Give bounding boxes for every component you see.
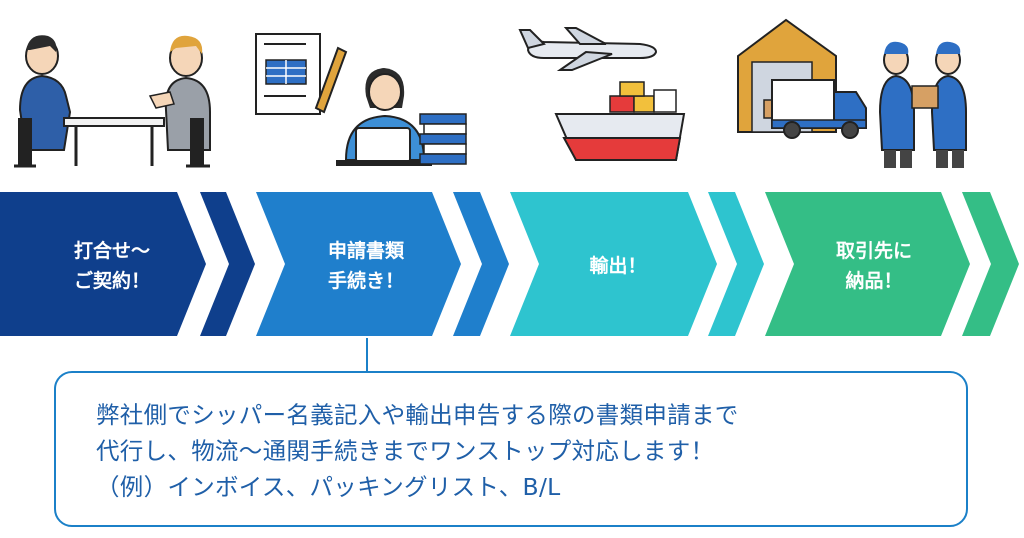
step-3-label: 輸出！ xyxy=(548,251,688,281)
step-4-line2: 納品！ xyxy=(845,270,903,292)
delivery-truck-icon xyxy=(771,79,867,139)
step-4-label: 取引先に 納品！ xyxy=(804,236,944,296)
note-line-3: （例）インボイス、パッキングリスト、B/L xyxy=(96,473,561,501)
office-worker-icon xyxy=(336,68,467,166)
airplane-icon xyxy=(518,27,658,71)
document-pen-icon xyxy=(255,33,348,115)
step-1-tail-arrow xyxy=(200,192,255,336)
step-1-arrow xyxy=(0,192,206,336)
note-box xyxy=(54,371,968,527)
meeting-icon xyxy=(14,35,211,168)
step-1-line1: 打合せ〜 xyxy=(73,240,150,262)
illustrations xyxy=(14,18,967,168)
step-4-tail-arrow xyxy=(962,192,1019,336)
step-2-arrow xyxy=(256,192,461,336)
step-3-tail-arrow xyxy=(708,192,764,336)
step-4-line1: 取引先に xyxy=(835,240,912,262)
step-1-line2: ご契約！ xyxy=(73,270,150,292)
step-3-arrow xyxy=(510,192,717,336)
cargo-ship-icon xyxy=(554,81,686,161)
callout-connector xyxy=(366,338,368,372)
step-2-line1: 申請書類 xyxy=(327,240,404,262)
note-line-1: 弊社側でシッパー名義記入や輸出申告する際の書類申請まで xyxy=(96,401,739,429)
handover-icon xyxy=(878,41,967,168)
step-2-tail-arrow xyxy=(453,192,509,336)
step-4-arrow xyxy=(765,192,970,336)
process-flow xyxy=(0,192,1019,336)
step-2-line2: 手続き！ xyxy=(327,270,404,292)
step-2-label: 申請書類 手続き！ xyxy=(296,236,436,296)
step-1-label: 打合せ〜 ご契約！ xyxy=(42,236,182,296)
step-3-line1: 輸出！ xyxy=(589,255,647,277)
note-line-2: 代行し、物流〜通関手続きまでワンストップ対応します！ xyxy=(96,437,715,465)
